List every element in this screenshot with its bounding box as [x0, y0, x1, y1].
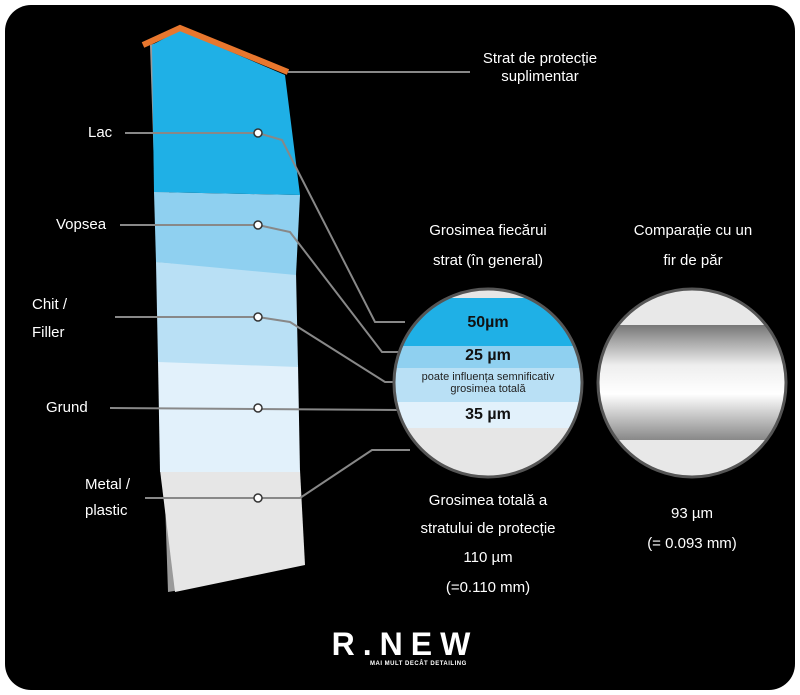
label-chit: Chit / [32, 296, 68, 313]
title-hair-2: fir de păr [663, 252, 723, 269]
title-hair-1: Comparație cu un [633, 222, 753, 239]
brand-logo: R.NEW MAI MULT DECÂT DETAILING [330, 628, 480, 668]
layer-extra-protection [141, 24, 290, 75]
label-grund: Grund [46, 399, 88, 416]
layer-lac [152, 30, 300, 195]
label-vopsea: Vopsea [56, 216, 107, 233]
total-line-4: (=0.110 mm) [445, 579, 531, 596]
layer-metal [160, 470, 305, 592]
brand-tagline: MAI MULT DECÂT DETAILING [370, 661, 467, 667]
brand-name: R.NEW [331, 626, 479, 662]
leader-lines [109, 71, 470, 499]
layer-vopsea [154, 192, 300, 275]
label-extra-protection: Strat de protecție suplimentar [482, 50, 598, 85]
marker-grund [253, 403, 263, 413]
layer-chit [156, 262, 298, 367]
label-plastic: plastic [85, 502, 128, 519]
label-filler: Filler [32, 324, 65, 341]
layer-grund [158, 360, 300, 472]
total-line-1: Grosimea totală a [428, 492, 548, 509]
total-line-3: 110 µm [463, 549, 513, 566]
hair-circle [599, 290, 785, 476]
marker-metal [253, 493, 263, 503]
hair-value: 93 µm [671, 505, 713, 522]
marker-chit [253, 312, 263, 322]
label-lac: Lac [88, 124, 113, 141]
thickness-circle [395, 290, 581, 476]
note-chit: poate influența semnificativ grosimea to… [421, 371, 555, 395]
marker-lac [253, 128, 263, 138]
value-vopsea: 25 µm [465, 347, 511, 364]
title-thickness-2: strat (în general) [432, 252, 544, 269]
label-metal: Metal / [85, 476, 131, 493]
value-grund: 35 µm [465, 406, 511, 423]
hair-value-mm: (= 0.093 mm) [647, 535, 737, 552]
title-thickness-1: Grosimea fiecărui [429, 222, 547, 239]
value-lac: 50µm [467, 314, 509, 331]
total-line-2: stratului de protecție [420, 520, 556, 537]
marker-vopsea [253, 220, 263, 230]
